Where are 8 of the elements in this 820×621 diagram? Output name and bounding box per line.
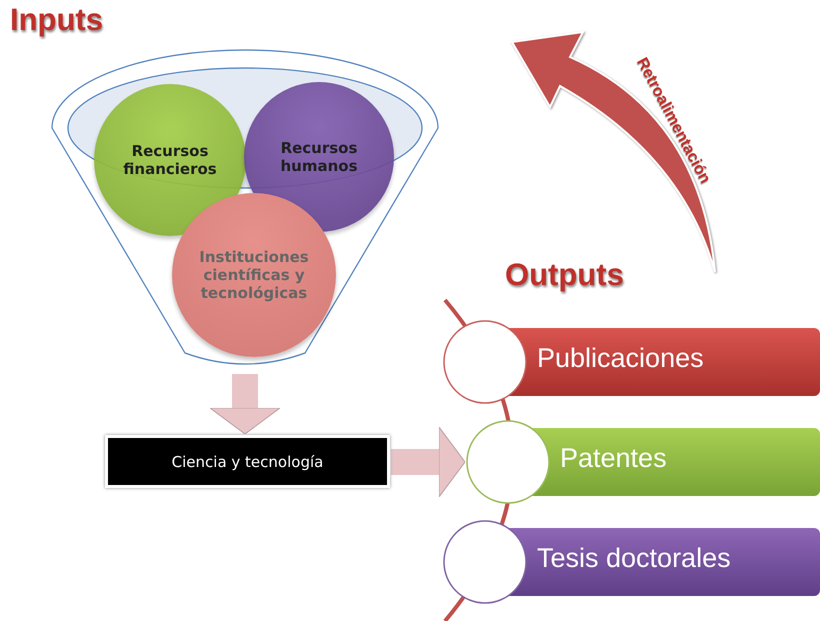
output-label: Patentes <box>560 443 667 474</box>
output-label: Tesis doctorales <box>537 543 731 574</box>
section-heading: Outputs <box>505 257 624 293</box>
block-arrow <box>210 374 280 434</box>
section-heading: Inputs <box>10 2 103 38</box>
process-box: Ciencia y tecnología <box>105 435 390 488</box>
output-label: Publicaciones <box>537 343 704 374</box>
block-arrow <box>391 426 466 498</box>
